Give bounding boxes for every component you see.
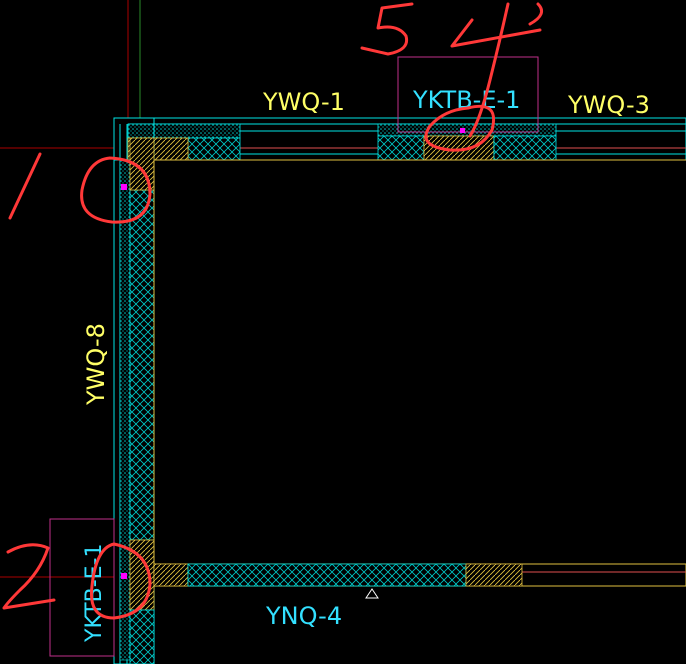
markup-circle-left-bottom <box>89 542 152 620</box>
red-markup <box>2 2 544 620</box>
yktb-top-tag-box <box>397 56 539 133</box>
node-marker-top-left <box>121 184 127 190</box>
grid-lines <box>0 0 141 578</box>
label-ywq-8: YWQ-8 <box>82 323 110 406</box>
markup-digit-4-stroke <box>450 18 542 48</box>
triangle-marker-icon <box>365 588 379 599</box>
label-yktb-left: YKTB-E-1 <box>82 544 107 643</box>
annotation-left-top-text: 1 <box>0 0 1 1</box>
markup-tick <box>528 2 544 26</box>
top-wall <box>113 117 686 161</box>
label-ynq-4: YNQ-4 <box>265 602 342 630</box>
markup-digit-1 <box>8 152 42 220</box>
annotation-top-text: 54 <box>0 0 2 1</box>
annotation-left-bottom-text: 2 <box>0 0 1 1</box>
markup-circle-left-top <box>80 156 152 224</box>
yktb-left-tag-box <box>49 518 115 657</box>
markup-circle-top <box>424 104 495 152</box>
markup-digit-5 <box>360 2 414 56</box>
label-yktb-top: YKTB-E-1 <box>412 86 520 114</box>
markup-digit-4-stem <box>468 2 510 138</box>
node-marker-bottom-left <box>121 573 127 579</box>
node-marker-top <box>460 128 465 133</box>
markup-digit-2 <box>2 543 56 610</box>
label-ywq-1: YWQ-1 <box>262 88 345 116</box>
bottom-wall <box>153 563 686 599</box>
label-ywq-3: YWQ-3 <box>567 91 650 119</box>
room-interior <box>154 160 686 564</box>
